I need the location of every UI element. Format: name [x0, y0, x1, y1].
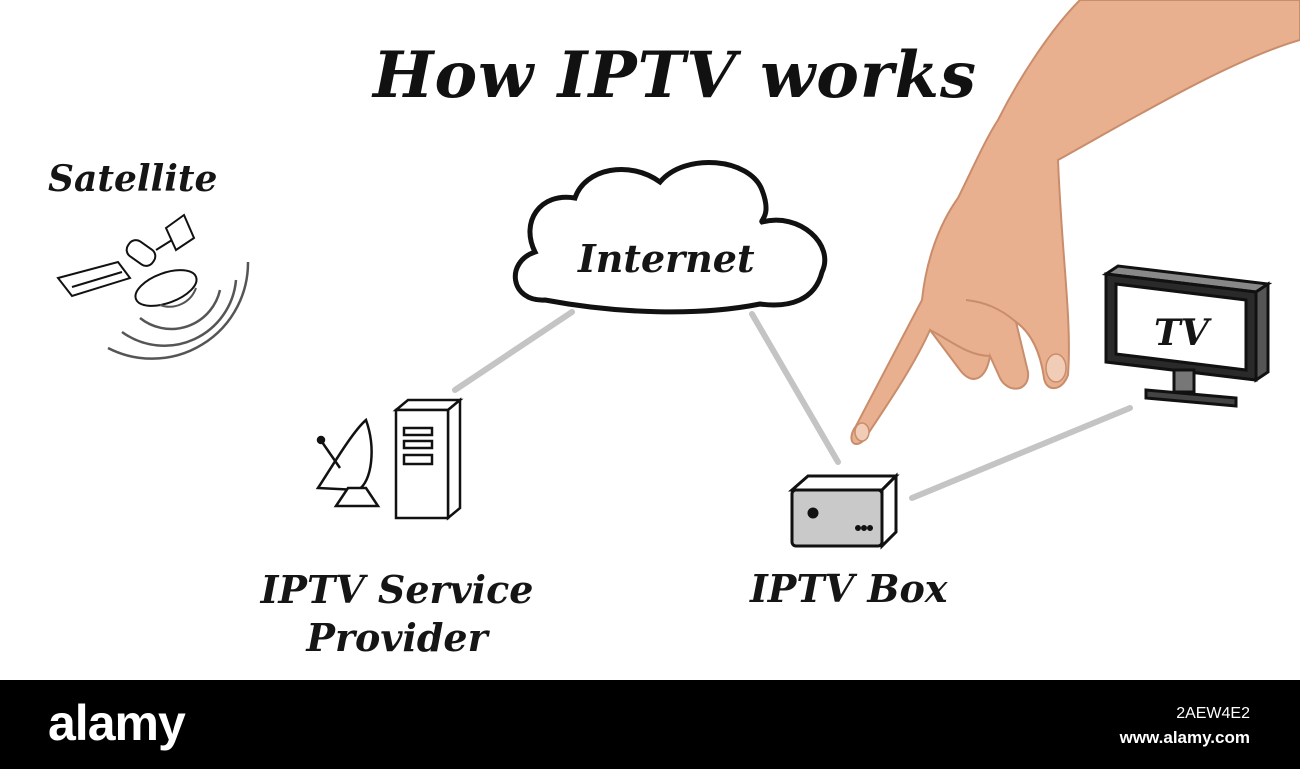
diagram-canvas: How IPTV works Satellite Internet TV IPT…: [48, 0, 1300, 660]
iptv-box-label: IPTV Box: [750, 566, 948, 611]
image-id: 2AEW4E2: [1176, 705, 1250, 722]
watermark-bar: alamy 2AEW4E2 www.alamy.com: [0, 680, 1300, 769]
site-url: www.alamy.com: [1119, 728, 1250, 747]
connector-internet-box: [749, 311, 841, 465]
satellite-icon: [56, 213, 250, 360]
connector-box-tv: [909, 405, 1133, 501]
diagram-title: How IPTV works: [372, 38, 978, 113]
internet-cloud-icon: [512, 160, 828, 315]
tv-label: TV: [1154, 312, 1209, 354]
tv-icon: [1101, 264, 1273, 408]
iptv-box-icon: [788, 472, 900, 550]
connector-internet-service: [452, 309, 575, 393]
server-tower-icon: [392, 397, 464, 521]
pointing-hand-image: [850, 0, 1300, 445]
alamy-logo: alamy: [48, 695, 186, 751]
internet-label: Internet: [578, 236, 755, 281]
diagram-artwork: [56, 0, 1300, 550]
satellite-dish-icon: [315, 417, 381, 508]
image-reference: 2AEW4E2 www.alamy.com: [1120, 702, 1250, 750]
satellite-label: Satellite: [48, 158, 218, 200]
service-provider-label: IPTV Service Provider: [260, 567, 534, 660]
